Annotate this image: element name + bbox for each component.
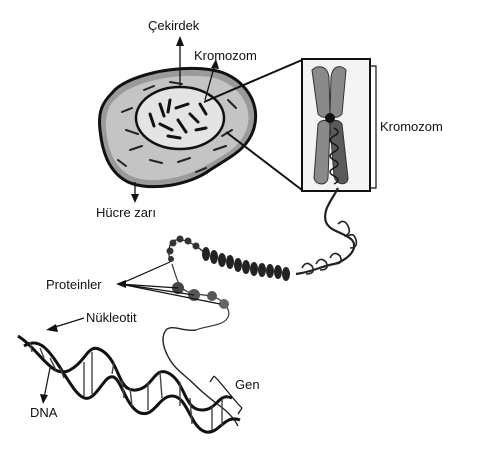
solenoid-fiber [202,247,290,281]
label-nucleus: Çekirdek [148,18,200,33]
dna-backbone-2 [23,341,241,434]
organelles [117,81,237,173]
chromatin-strand [295,187,356,276]
nucleus-chromosomes [148,98,208,140]
chromosome-panel [301,58,377,192]
cell-pointers [131,36,219,203]
nucleus-shape [134,85,226,151]
label-cell-membrane: Hücre zarı [96,205,156,220]
chromosome-arm-lower-left [313,119,331,185]
label-chromosome-side: Kromozom [380,119,443,134]
cell [98,66,258,189]
chromosome-bracket [370,65,377,189]
label-chromosome-cell: Kromozom [194,48,257,63]
zoom-lines [203,59,303,191]
dna-double-helix [17,334,241,434]
lower-pointers [40,261,243,415]
dna-base-pairs [29,341,223,430]
chromosome-arm-upper-right [329,66,347,118]
dna-backbone-1 [17,334,233,412]
beads-on-string-arc [166,235,205,263]
label-proteins: Proteinler [46,277,102,292]
chromatin-coil-texture [329,127,339,185]
nucleosomes [171,263,230,331]
label-dna: DNA [30,405,58,420]
centromere [325,113,335,123]
chromatin-loop-coils [301,220,358,275]
label-nucleotide: Nükleotit [86,310,137,325]
label-gene: Gen [235,377,260,392]
